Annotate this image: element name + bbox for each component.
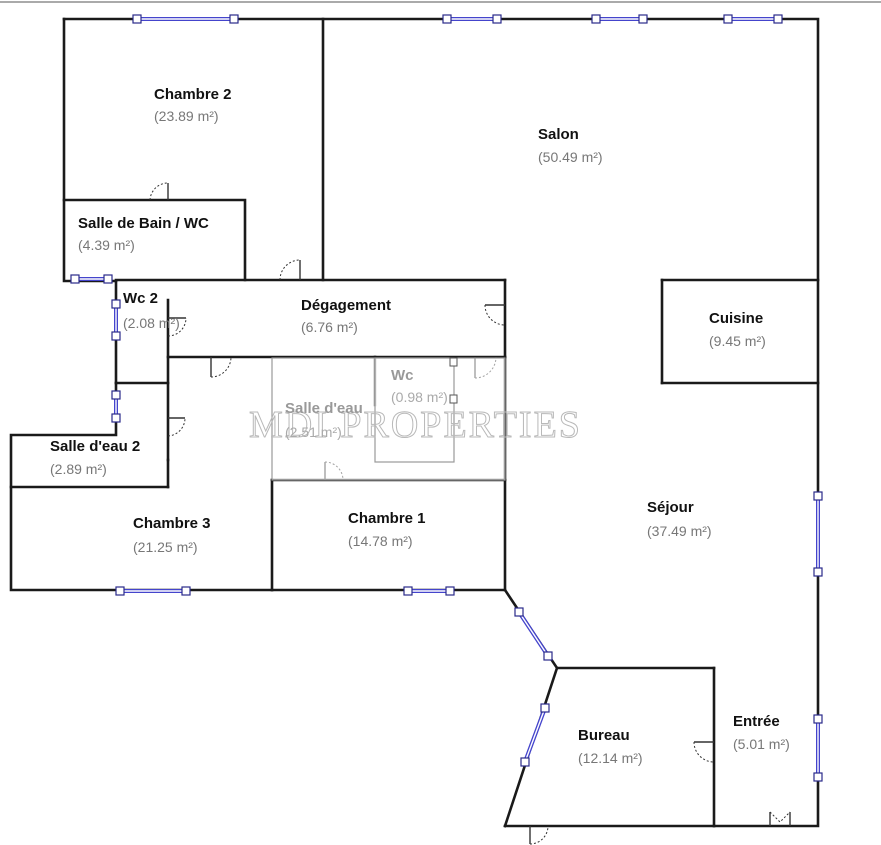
window-chambre-3 — [115, 586, 191, 596]
svg-text:Wc: Wc — [391, 367, 414, 384]
svg-text:(37.49 m²): (37.49 m²) — [647, 523, 712, 539]
room-label-entree: Entrée (5.01 m²) — [733, 713, 790, 752]
svg-text:(6.76 m²): (6.76 m²) — [301, 319, 358, 335]
svg-text:(2.89 m²): (2.89 m²) — [50, 461, 107, 477]
svg-text:(2.51 m²): (2.51 m²) — [285, 424, 342, 440]
door-wc-2 — [167, 317, 187, 337]
watermark-text: MDI PROPERTIES — [249, 404, 582, 446]
svg-text:(0.98 m²): (0.98 m²) — [391, 389, 448, 405]
svg-text:Cuisine: Cuisine — [709, 310, 763, 327]
window-entree — [813, 714, 823, 782]
window-sejour-right — [813, 491, 823, 577]
room-label-sejour: Séjour (37.49 m²) — [647, 499, 712, 539]
window-salon-1 — [442, 14, 502, 24]
room-label-degagement: Dégagement (6.76 m²) — [301, 297, 391, 335]
svg-text:(23.89 m²): (23.89 m²) — [154, 108, 219, 124]
room-label-wc: Wc (0.98 m²) — [391, 367, 448, 405]
window-chambre-2 — [132, 14, 239, 24]
room-label-chambre-1: Chambre 1 (14.78 m²) — [348, 510, 426, 549]
svg-text:Salon: Salon — [538, 126, 579, 143]
svg-text:(9.45 m²): (9.45 m²) — [709, 333, 766, 349]
svg-text:(2.08 m²): (2.08 m²) — [123, 315, 180, 331]
door-degagement-right — [484, 304, 506, 326]
door-salle-deau-2 — [167, 417, 186, 437]
room-label-cuisine: Cuisine (9.45 m²) — [709, 310, 766, 349]
svg-text:Dégagement: Dégagement — [301, 297, 391, 314]
svg-text:Salle d'eau 2: Salle d'eau 2 — [50, 438, 140, 455]
svg-text:(14.78 m²): (14.78 m²) — [348, 533, 413, 549]
room-label-bureau: Bureau (12.14 m²) — [578, 727, 643, 766]
doors — [149, 182, 791, 845]
room-label-salle-deau: Salle d'eau (2.51 m²) — [285, 400, 363, 440]
door-entree — [769, 811, 791, 826]
svg-text:Séjour: Séjour — [647, 499, 694, 516]
room-label-wc-2: Wc 2 (2.08 m²) — [123, 290, 180, 331]
svg-text:(21.25 m²): (21.25 m²) — [133, 539, 198, 555]
window-salon-3 — [723, 14, 783, 24]
window-salon-2 — [591, 14, 648, 24]
windows — [70, 14, 823, 782]
window-wc-2 — [111, 299, 121, 341]
svg-text:Bureau: Bureau — [578, 727, 630, 744]
room-label-salon: Salon (50.49 m²) — [538, 126, 603, 165]
room-label-chambre-3: Chambre 3 (21.25 m²) — [133, 515, 211, 555]
room-label-salle-de-bain-wc: Salle de Bain / WC (4.39 m²) — [78, 215, 209, 253]
svg-text:(5.01 m²): (5.01 m²) — [733, 736, 790, 752]
window-chambre-1 — [403, 586, 455, 596]
selection-overlay[interactable] — [271, 357, 506, 481]
door-salon — [279, 259, 301, 281]
room-label-chambre-2: Chambre 2 (23.89 m²) — [154, 86, 232, 124]
window-bureau — [520, 703, 550, 767]
svg-text:Entrée: Entrée — [733, 713, 780, 730]
svg-text:Chambre 1: Chambre 1 — [348, 510, 426, 527]
window-salle-de-bain — [70, 274, 113, 284]
door-bureau-bottom — [529, 825, 549, 845]
svg-text:Wc 2: Wc 2 — [123, 290, 158, 307]
svg-text:Chambre 3: Chambre 3 — [133, 515, 211, 532]
door-chambre-3 — [210, 356, 232, 378]
svg-text:Salle de Bain / WC: Salle de Bain / WC — [78, 215, 209, 232]
svg-text:Salle d'eau: Salle d'eau — [285, 400, 363, 417]
svg-text:(4.39 m²): (4.39 m²) — [78, 237, 135, 253]
svg-text:(50.49 m²): (50.49 m²) — [538, 149, 603, 165]
svg-text:Chambre 2: Chambre 2 — [154, 86, 232, 103]
window-sejour-diagonal — [514, 607, 553, 661]
window-salle-deau-2 — [111, 390, 121, 423]
door-chambre-2 — [149, 182, 169, 201]
room-label-salle-deau-2: Salle d'eau 2 (2.89 m²) — [50, 438, 140, 477]
door-bureau — [693, 741, 715, 763]
svg-text:(12.14 m²): (12.14 m²) — [578, 750, 643, 766]
